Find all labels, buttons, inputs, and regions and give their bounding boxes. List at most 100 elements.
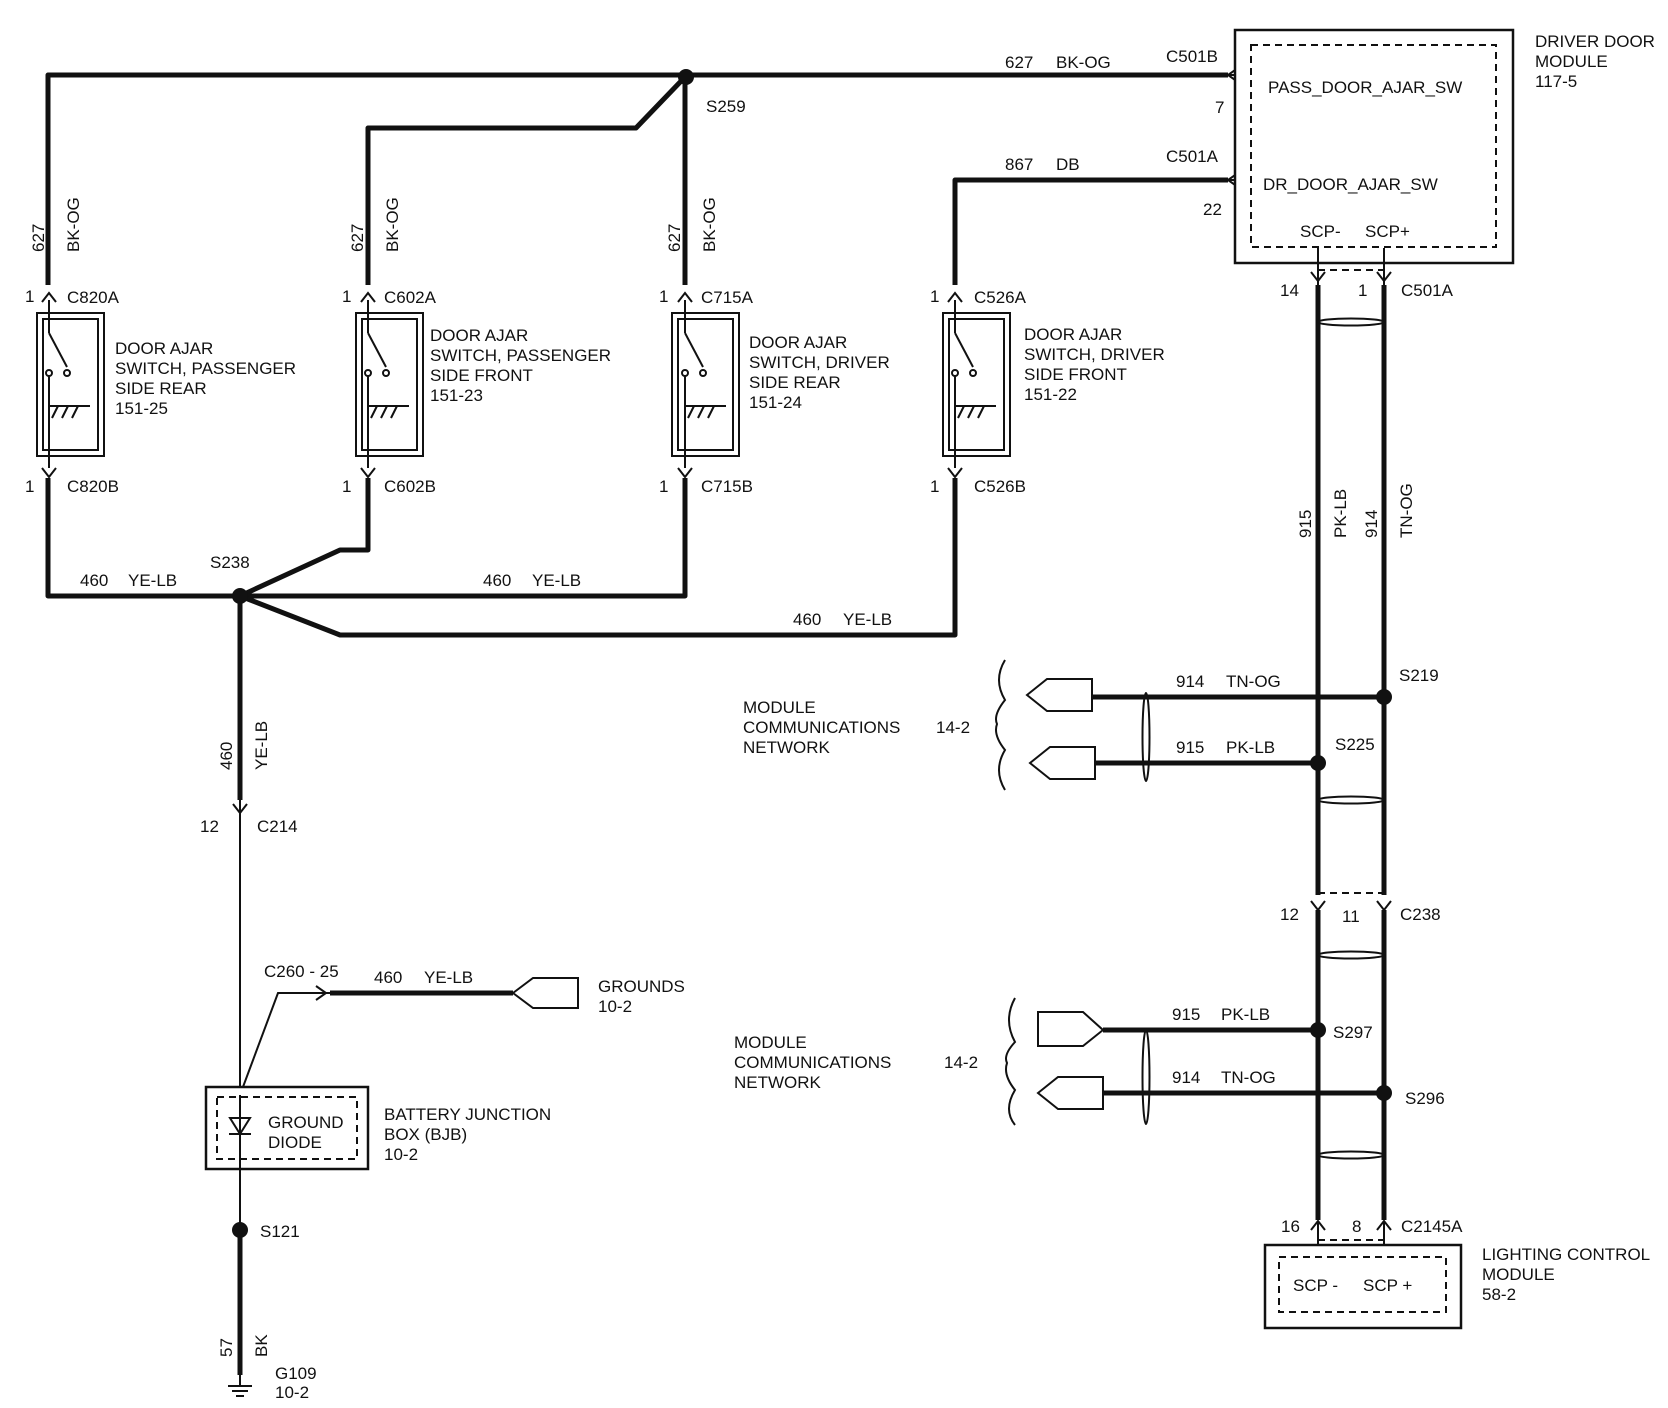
pin-1-c715b: 1: [659, 477, 668, 496]
splice-s121: [232, 1222, 248, 1238]
network-upper-line-2: COMMUNICATIONS: [743, 718, 900, 737]
ground-diode-label-1: GROUND: [268, 1113, 344, 1132]
wire-ye-lb-label-b: YE-LB: [532, 571, 581, 590]
wire-915-lower-label: 915: [1172, 1005, 1200, 1024]
connector-c501a-top-label: C501A: [1166, 147, 1219, 166]
connector-c238-label: C238: [1400, 905, 1441, 924]
svg-text:SIDE REAR: SIDE REAR: [115, 379, 207, 398]
splice-s219: [1376, 689, 1392, 705]
connector-c602a: C602A: [384, 288, 437, 307]
svg-text:DOOR AJAR: DOOR AJAR: [430, 326, 528, 345]
bjb-label-2: BOX (BJB): [384, 1125, 467, 1144]
pin-1-c602a: 1: [342, 287, 351, 306]
network-upper-line-3: NETWORK: [743, 738, 831, 757]
connector-c501b-label: C501B: [1166, 47, 1218, 66]
connector-c526b: C526B: [974, 477, 1026, 496]
wire-ye-lb-label-c: YE-LB: [843, 610, 892, 629]
svg-text:SWITCH, DRIVER: SWITCH, DRIVER: [1024, 345, 1165, 364]
grounds-label: GROUNDS: [598, 977, 685, 996]
svg-text:SIDE FRONT: SIDE FRONT: [430, 366, 533, 385]
splice-s297-label: S297: [1333, 1023, 1373, 1042]
pin-1-c715a: 1: [659, 287, 668, 306]
driver-door-module: [1233, 28, 1515, 265]
door-ajar-switch-dsf: [942, 300, 1011, 468]
svg-text:SIDE REAR: SIDE REAR: [749, 373, 841, 392]
network-upper-line-1: MODULE: [743, 698, 816, 717]
wire-460-label-c: 460: [793, 610, 821, 629]
wire-tn-og-vertical-label: TN-OG: [1397, 483, 1416, 538]
switch-connector-arrows: [41, 291, 963, 479]
network-upper-ref: 14-2: [936, 718, 970, 737]
svg-text:DOOR AJAR: DOOR AJAR: [1024, 325, 1122, 344]
network-lower-line-3: NETWORK: [734, 1073, 822, 1092]
wire-bk-og-psr-label: BK-OG: [64, 197, 83, 252]
scp-bus: [1310, 248, 1392, 1252]
wire-pk-lb-vertical-label: PK-LB: [1331, 489, 1350, 538]
wire-bk-og-label: BK-OG: [1056, 53, 1111, 72]
driver-door-module-title-1: DRIVER DOOR: [1535, 32, 1655, 51]
connector-c501a-top-pin: 22: [1203, 200, 1222, 219]
connector-c214-label: C214: [257, 817, 298, 836]
wire-627-bus: [45, 67, 1248, 285]
splice-s259: [678, 69, 694, 85]
splice-s297: [1310, 1022, 1326, 1038]
wire-627-label: 627: [1005, 53, 1033, 72]
splice-s296-label: S296: [1405, 1089, 1445, 1108]
connector-c501a-pin-14: 14: [1280, 281, 1299, 300]
wire-db-label: DB: [1056, 155, 1080, 174]
driver-door-module-ref: 117-5: [1535, 72, 1577, 91]
wire-627-psr-label: 627: [29, 224, 48, 252]
network-lower-line-1: MODULE: [734, 1033, 807, 1052]
connector-c715b: C715B: [701, 477, 753, 496]
splice-s219-label: S219: [1399, 666, 1439, 685]
svg-text:151-23: 151-23: [430, 386, 483, 405]
module-network-lower: [1005, 997, 1384, 1126]
switch-label-dsr: DOOR AJAR SWITCH, DRIVER SIDE REAR 151-2…: [749, 333, 890, 412]
ground-symbol-g109: [228, 1375, 252, 1397]
pin-1-c602b: 1: [342, 477, 351, 496]
twisted-pair-markers: [1141, 317, 1385, 1160]
pin-1-c820a: 1: [25, 287, 34, 306]
pin-1-c820b: 1: [25, 477, 34, 496]
bjb-ref: 10-2: [384, 1145, 418, 1164]
connector-c501b-pin: 7: [1215, 98, 1224, 117]
wire-460-label-b: 460: [483, 571, 511, 590]
connector-c820b: C820B: [67, 477, 119, 496]
connector-c2145a-label: C2145A: [1401, 1217, 1463, 1236]
door-ajar-switch-psr: [36, 300, 105, 468]
svg-text:DOOR AJAR: DOOR AJAR: [115, 339, 213, 358]
connector-c214-arrow: [232, 800, 248, 1095]
svg-text:SWITCH, PASSENGER: SWITCH, PASSENGER: [115, 359, 296, 378]
lcm-scp-minus: SCP -: [1293, 1276, 1338, 1295]
switch-label-dsf: DOOR AJAR SWITCH, DRIVER SIDE FRONT 151-…: [1024, 325, 1165, 404]
wire-bk-og-psf-label: BK-OG: [383, 197, 402, 252]
svg-text:SWITCH, PASSENGER: SWITCH, PASSENGER: [430, 346, 611, 365]
svg-text:151-25: 151-25: [115, 399, 168, 418]
door-ajar-switch-psf: [355, 300, 424, 468]
network-lower-ref: 14-2: [944, 1053, 978, 1072]
pin-dr-door-ajar: DR_DOOR_AJAR_SW: [1263, 175, 1438, 194]
connector-c2145a-pin-16: 16: [1281, 1217, 1300, 1236]
connector-c501a-pin-1: 1: [1358, 281, 1367, 300]
splice-s121-label: S121: [260, 1222, 300, 1241]
lcm-label-2: MODULE: [1482, 1265, 1555, 1284]
pin-pass-door-ajar: PASS_DOOR_AJAR_SW: [1268, 78, 1462, 97]
pin-scp-minus: SCP-: [1300, 222, 1341, 241]
switch-label-psr: DOOR AJAR SWITCH, PASSENGER SIDE REAR 15…: [115, 339, 296, 418]
connector-c238-pin-11: 11: [1342, 907, 1360, 926]
wire-ye-lb-label-a: YE-LB: [128, 571, 177, 590]
splice-s296: [1376, 1085, 1392, 1101]
network-lower-line-2: COMMUNICATIONS: [734, 1053, 891, 1072]
wire-460-label-a: 460: [80, 571, 108, 590]
wire-bk-label: BK: [252, 1334, 271, 1357]
svg-text:151-22: 151-22: [1024, 385, 1077, 404]
battery-junction-box: [204, 1085, 370, 1230]
wire-pk-lb-lower-label: PK-LB: [1221, 1005, 1270, 1024]
connector-c820a: C820A: [67, 288, 120, 307]
g109-ref: 10-2: [275, 1383, 309, 1402]
pin-scp-plus: SCP+: [1365, 222, 1410, 241]
pin-1-c526b: 1: [930, 477, 939, 496]
wire-914-lower-label: 914: [1172, 1068, 1200, 1087]
connector-c602b: C602B: [384, 477, 436, 496]
splice-s225: [1310, 755, 1326, 771]
